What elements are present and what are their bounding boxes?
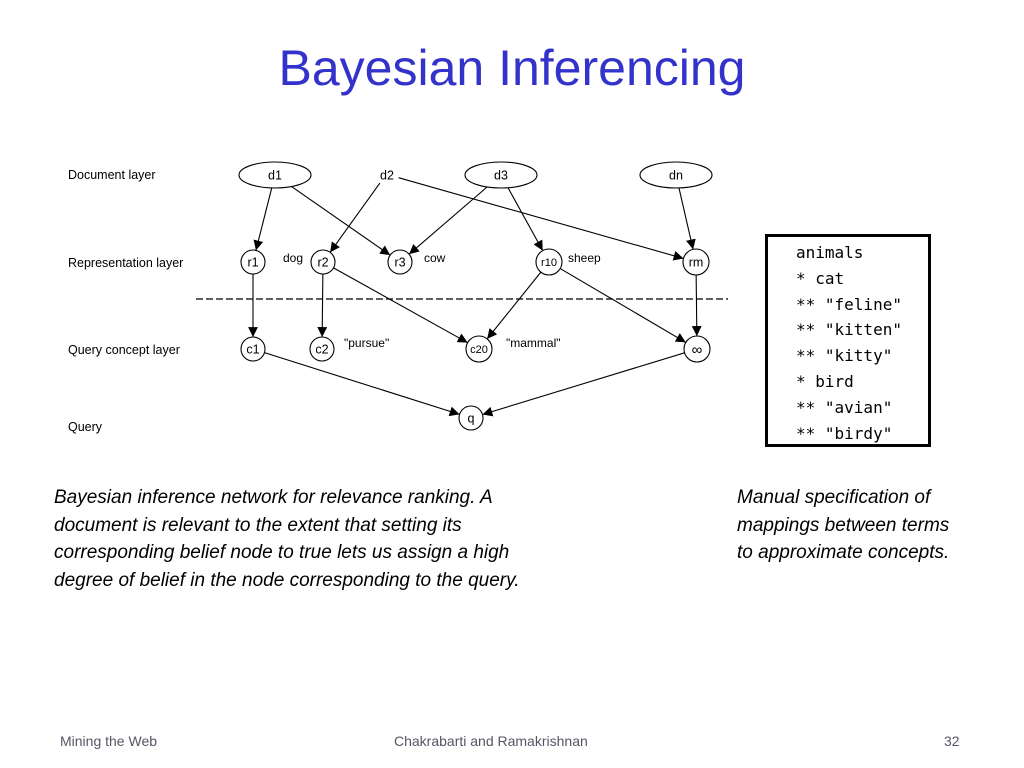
- node-label: d1: [268, 169, 282, 183]
- node-label: r1: [247, 256, 258, 270]
- annotation-c20: "mammal": [506, 336, 561, 350]
- edge-r10-cinf: [559, 268, 687, 343]
- node-label: q: [468, 412, 475, 426]
- node-cinf: ∞: [683, 335, 711, 363]
- mapping-line: ** "avian": [796, 397, 893, 417]
- node-shape: [310, 249, 336, 275]
- node-c2: c2: [309, 336, 335, 362]
- mapping-line: ** "birdy": [796, 423, 893, 443]
- footer-course: Mining the Web: [60, 733, 158, 749]
- slide-title: Bayesian Inferencing: [278, 40, 746, 96]
- annotation-r3: cow: [424, 251, 446, 265]
- mapping-line: animals: [796, 243, 864, 262]
- node-label: d3: [494, 169, 508, 183]
- edge-r10-c20: [486, 271, 542, 340]
- layer-label-representation: Representation layer: [68, 256, 183, 270]
- caption-line: Bayesian inference network for relevance…: [54, 487, 493, 508]
- node-shape: [535, 248, 563, 276]
- caption-line: mappings between terms: [737, 514, 950, 536]
- concept-mapping-box: animals * cat ** "feline" ** "kitten" ** "ki…: [765, 234, 931, 447]
- node-shape: [465, 335, 493, 363]
- edge-c1-q: [264, 352, 460, 417]
- caption-line: corresponding belief node to true lets u…: [54, 542, 510, 563]
- footer-authors: Chakrabarti and Ramakrishnan: [394, 733, 588, 749]
- node-label: r3: [394, 256, 405, 270]
- mapping-line: ** "kitty": [796, 346, 893, 366]
- node-label: c1: [246, 343, 259, 357]
- node-label: rm: [689, 256, 704, 270]
- diagram-caption: Bayesian inference network for relevance…: [54, 484, 654, 594]
- caption-line: Manual specification of: [737, 487, 931, 508]
- node-label: c20: [470, 344, 488, 356]
- node-label: d2: [380, 169, 394, 183]
- node-rm: rm: [682, 248, 710, 276]
- node-shape: [682, 248, 710, 276]
- edge-r2-c2: [317, 273, 328, 338]
- node-c1: c1: [240, 336, 266, 362]
- node-label: r2: [317, 256, 328, 270]
- footer-page-number: 32: [944, 733, 960, 749]
- node-r3: r3: [387, 249, 413, 275]
- node-shape: [240, 336, 266, 362]
- node-shape: [639, 161, 713, 189]
- mapping-line: ** "feline": [796, 294, 902, 314]
- edge-r2-c20: [333, 267, 468, 344]
- edge-d3-r10: [507, 187, 544, 251]
- node-d2: d2: [380, 169, 394, 183]
- node-shape: [464, 161, 538, 189]
- mapping-caption: Manual specification of mappings between…: [737, 484, 1017, 567]
- edge-cinf-q: [482, 352, 685, 417]
- node-r2: r2: [310, 249, 336, 275]
- node-shape: [458, 405, 484, 431]
- edge-d1-r3: [291, 186, 391, 256]
- mapping-line: * cat: [796, 268, 845, 288]
- layer-label-document: Document layer: [68, 168, 156, 182]
- node-d3: d3: [464, 161, 538, 189]
- node-c20: c20: [465, 335, 493, 363]
- node-r1: r1: [240, 249, 266, 275]
- layer-label-query: Query: [68, 420, 103, 434]
- node-dn: dn: [639, 161, 713, 189]
- node-label: r10: [541, 257, 557, 269]
- node-label: c2: [315, 343, 328, 357]
- annotation-c2: "pursue": [344, 336, 389, 350]
- node-label: dn: [669, 169, 683, 183]
- annotation-r10: sheep: [568, 251, 601, 265]
- node-d1: d1: [238, 161, 312, 189]
- node-shape: [240, 249, 266, 275]
- caption-line: document is relevant to the extent that …: [54, 514, 462, 536]
- layer-label-query-concept: Query concept layer: [68, 343, 180, 357]
- caption-line: degree of belief in the node correspondi…: [54, 569, 520, 591]
- node-r10: r10: [535, 248, 563, 276]
- mapping-line: * bird: [796, 371, 854, 391]
- edge-d1-r1: [253, 187, 273, 251]
- node-shape: [387, 249, 413, 275]
- node-shape: [238, 161, 312, 189]
- node-label: ∞: [692, 341, 703, 358]
- mapping-line: ** "kitten": [796, 320, 902, 340]
- caption-line: to approximate concepts.: [737, 542, 950, 563]
- node-shape: [309, 336, 335, 362]
- node-shape: [683, 335, 711, 363]
- edge-dn-rm: [678, 187, 696, 250]
- edge-d3-r3: [408, 186, 488, 255]
- edge-d2-rm: [398, 177, 684, 261]
- edge-rm-cinf: [691, 274, 702, 337]
- node-q: q: [458, 405, 484, 431]
- annotation-r2: dog: [283, 251, 303, 265]
- edge-d2-r2: [329, 182, 381, 253]
